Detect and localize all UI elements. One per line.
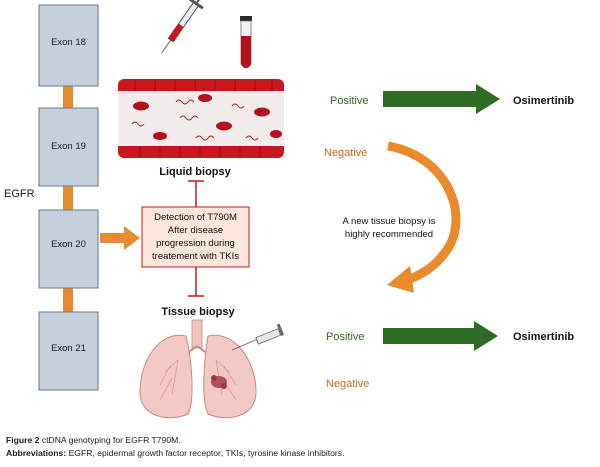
tissue-positive-arrow	[383, 321, 498, 351]
abbreviations: Abbreviations: EGFR, epidermal growth fa…	[6, 447, 596, 460]
exon-label: Exon 21	[51, 343, 86, 354]
exon-connector	[63, 288, 73, 312]
exon-label: Exon 20	[51, 239, 86, 250]
recommendation-line: highly recommended	[345, 229, 433, 240]
curve-arrow-head	[387, 266, 414, 293]
egfr-gene: Exon 18 Exon 19 Exon 20 Exon 21 EGFR	[4, 4, 99, 391]
tissue-positive-label: Positive	[326, 331, 365, 343]
liquid-positive-arrow	[383, 84, 500, 114]
biopsy-needle-icon	[231, 323, 285, 351]
exon-21: Exon 21	[38, 311, 99, 391]
detection-line: After disease	[168, 225, 223, 236]
tissue-negative-label: Negative	[326, 378, 369, 390]
exon20-arrow	[100, 226, 140, 250]
figure-caption: Figure 2 ctDNA genotyping for EGFR T790M…	[6, 434, 596, 460]
negative-curve-arrow	[387, 141, 461, 286]
exon-18: Exon 18	[38, 4, 99, 87]
liquid-biopsy-label: Liquid biopsy	[159, 166, 231, 178]
liquid-osimertinib-label: Osimertinib	[513, 95, 574, 107]
blood-vessel	[118, 79, 284, 158]
exon-connector	[63, 86, 73, 108]
recommendation-line: A new tissue biopsy is	[343, 216, 436, 227]
egfr-label: EGFR	[4, 188, 35, 200]
liquid-positive-label: Positive	[330, 95, 369, 107]
tissue-biopsy-label: Tissue biopsy	[161, 306, 235, 318]
exon-label: Exon 18	[51, 37, 86, 48]
syringe-icon	[161, 0, 205, 54]
diagram-canvas: Exon 18 Exon 19 Exon 20 Exon 21 EGFR	[4, 0, 574, 419]
figure-text: ctDNA genotyping for EGFR T790M.	[41, 435, 181, 445]
tissue-osimertinib-label: Osimertinib	[513, 331, 574, 343]
exon-label: Exon 19	[51, 141, 86, 152]
lungs-icon	[139, 319, 257, 419]
detection-line: Detection of T790M	[154, 212, 237, 223]
exon-19: Exon 19	[38, 107, 99, 187]
detection-box: Detection of T790M After disease progres…	[141, 206, 250, 268]
detection-line: treatement with TKIs	[152, 251, 239, 262]
abbrev-label: Abbreviations:	[6, 448, 67, 458]
exon-connector	[63, 186, 73, 210]
figure-number: Figure 2	[6, 435, 40, 445]
exon-20: Exon 20	[38, 209, 99, 289]
abbrev-text: EGFR, epidermal growth factor receptor; …	[68, 448, 345, 458]
detection-line: progression during	[156, 238, 235, 249]
liquid-negative-label: Negative	[324, 147, 367, 159]
blood-tube-icon	[240, 16, 252, 69]
figure-title: Figure 2 ctDNA genotyping for EGFR T790M…	[6, 434, 596, 447]
